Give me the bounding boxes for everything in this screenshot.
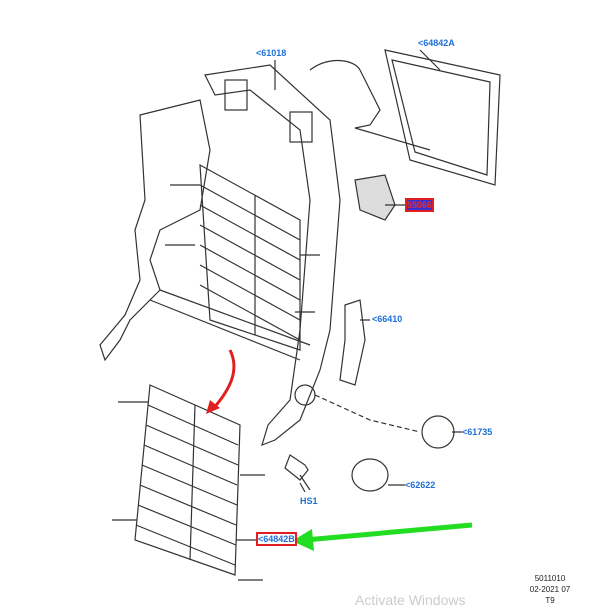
red-arrow bbox=[210, 349, 236, 412]
ref-line2: 02-2021 07 bbox=[529, 585, 571, 594]
label-61018[interactable]: <61018 bbox=[256, 48, 287, 58]
ref-line1: 5011010 bbox=[534, 574, 566, 583]
watermark: Activate Windows bbox=[355, 592, 466, 608]
mesh-pad bbox=[354, 174, 396, 221]
back-panel bbox=[384, 49, 501, 186]
label-64842b[interactable]: <64842B bbox=[256, 532, 297, 546]
screw-hs1 bbox=[284, 454, 311, 491]
lumbar-support-lower bbox=[134, 384, 241, 576]
knob-62622 bbox=[351, 458, 389, 492]
green-arrow bbox=[304, 522, 473, 543]
label-55066[interactable]: 55066 bbox=[404, 198, 435, 212]
bracket bbox=[339, 299, 366, 386]
knob-61735 bbox=[421, 415, 455, 449]
label-62622[interactable]: <62622 bbox=[405, 480, 436, 490]
label-61735[interactable]: <61735 bbox=[462, 427, 493, 437]
label-66410[interactable]: <66410 bbox=[372, 314, 403, 324]
reference-code: 5011010 02-2021 07 T9 bbox=[520, 573, 580, 606]
label-64842a[interactable]: <64842A bbox=[418, 38, 455, 48]
seat-frame bbox=[204, 64, 341, 446]
side-panel bbox=[99, 99, 211, 362]
label-hs1[interactable]: HS1 bbox=[300, 496, 318, 506]
lumbar-support-upper bbox=[199, 163, 301, 351]
